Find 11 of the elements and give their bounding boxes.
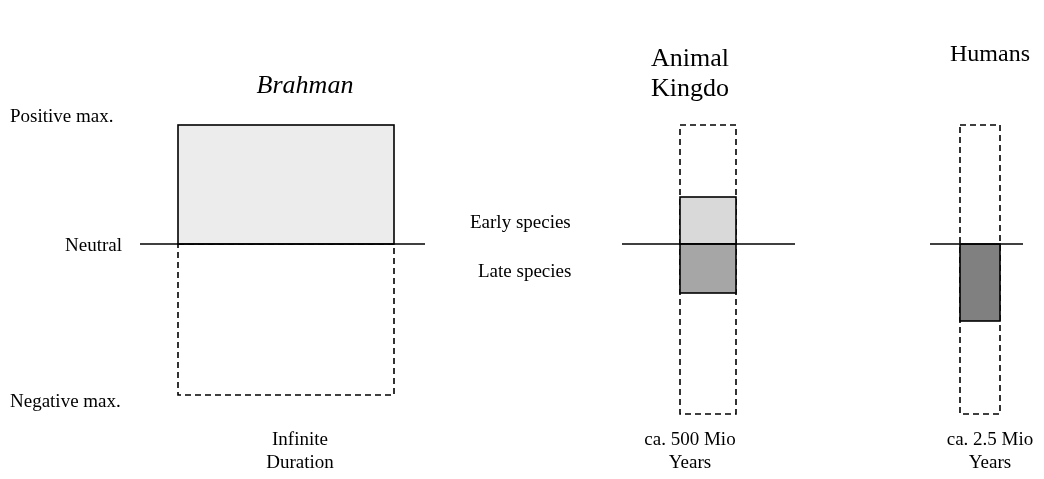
column-title: Animal Kingdo	[650, 43, 730, 103]
axis-label: Negative max.	[10, 389, 121, 412]
column-title: Brahman	[255, 70, 355, 100]
bar-label: Late species	[478, 259, 572, 282]
duration-label: ca. 500 Mio Years	[643, 427, 737, 473]
bar-label: Early species	[470, 210, 571, 233]
duration-label: ca. 2.5 Mio Years	[945, 427, 1035, 473]
axis-label: Positive max.	[10, 104, 114, 127]
axis-label: Neutral	[64, 233, 122, 256]
duration-label: Infinite Duration	[265, 427, 335, 473]
column-title: Humans	[949, 40, 1031, 68]
